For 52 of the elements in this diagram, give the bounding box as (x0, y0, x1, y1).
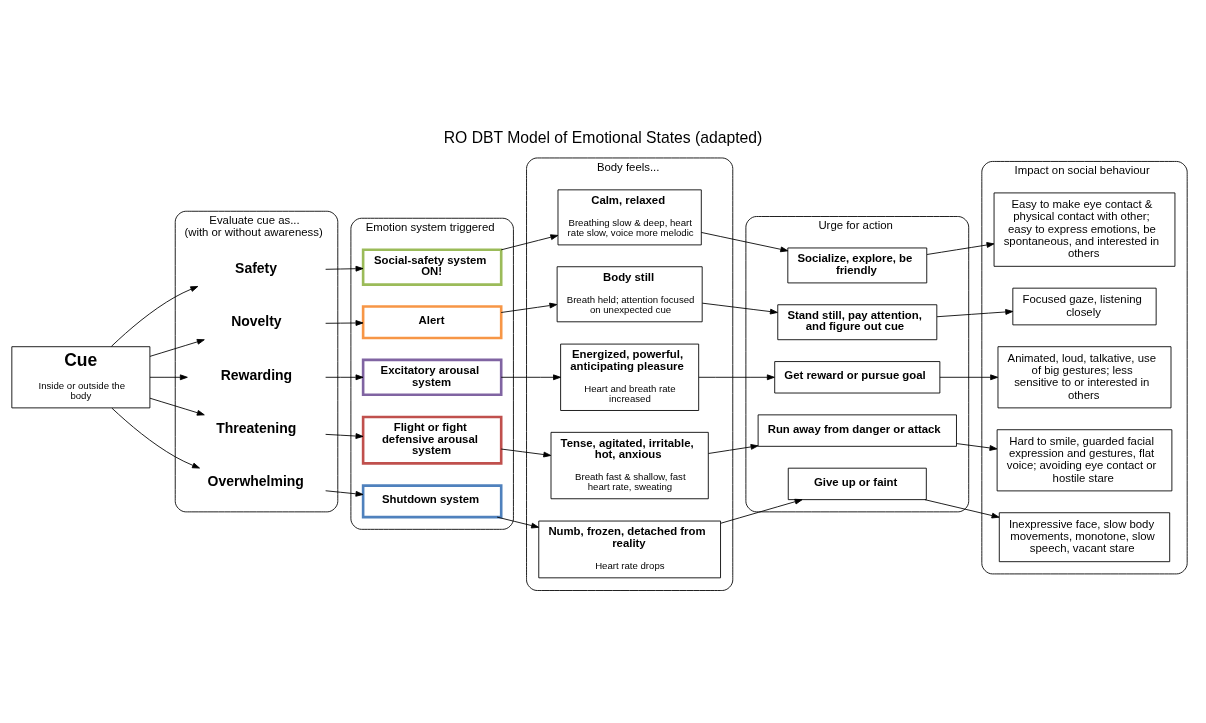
arrow (500, 233, 559, 250)
arrow (500, 302, 558, 313)
arrow (956, 442, 998, 451)
arrow (325, 373, 364, 380)
arrow (708, 443, 759, 454)
arrow (149, 373, 188, 380)
arrow (149, 397, 205, 416)
arrow (698, 373, 775, 380)
node-box: Energized, powerful, anticipating pleasure Heart and breath rate increased (560, 343, 700, 411)
arrow (926, 241, 995, 255)
node-box: Get reward or pursue goal (774, 360, 941, 393)
node-box: Stand still, pay attention, and figure out cue (777, 303, 938, 340)
arrow (149, 338, 205, 357)
node-text: Threatening (216, 419, 297, 436)
arrow (500, 373, 561, 380)
node-box: Calm, relaxed Breathing slow & deep, heart rate slow, voice more melodic (557, 188, 702, 245)
arrow (111, 407, 200, 468)
node-box: Easy to make eye contact & physical contact with other; easy to express emotions, be spontaneous, and interested in others (993, 191, 1176, 267)
node-box: Cue Inside or outside the body (11, 345, 151, 408)
arrow (110, 285, 199, 347)
arrow (939, 373, 999, 380)
node-box: Excitatory arousal system (361, 358, 503, 396)
node-box: Focused gaze, listening closely (1012, 287, 1157, 325)
arrow (700, 231, 789, 252)
arrow (325, 432, 364, 439)
arrow (500, 448, 552, 457)
node-box: Hard to smile, guarded facial expression and gestures, flat voice; avoiding eye contact or hostile stare (996, 428, 1173, 491)
node-box: Numb, frozen, detached from reality Heart rate drops (538, 520, 721, 578)
node-text: Novelty (231, 312, 282, 329)
node-text: Rewarding (220, 366, 293, 383)
node-box: Shutdown system (361, 483, 503, 518)
arrow (325, 319, 364, 326)
node-box: Body still Breath held; attention focused on unexpected cue (556, 265, 703, 322)
node-box: Social-safety system ON! (361, 247, 503, 286)
arrow (325, 265, 364, 272)
arrow (924, 498, 1000, 518)
node-text: Safety (235, 259, 278, 276)
node-box: Give up or faint (787, 467, 927, 500)
node-box: Animated, loud, talkative, use of big gestures; less sensitive to or interested in others (997, 345, 1172, 408)
node-box: Alert (361, 304, 503, 339)
diagram-title: RO DBT Model of Emotional States (adapted) (443, 128, 763, 146)
node-box: Tense, agitated, irritable, hot, anxious Breath fast & shallow, fast heart rate, sweating (550, 431, 709, 499)
arrow (936, 308, 1014, 317)
arrow (496, 516, 540, 528)
node-text: Overwhelming (207, 472, 304, 489)
node-box: Run away from danger or attack (757, 413, 957, 447)
node-box: Flight or fight defensive arousal system (361, 415, 503, 465)
arrow (325, 489, 364, 497)
node-box: Socialize, explore, be friendly (787, 247, 928, 283)
arrow (701, 302, 778, 314)
arrow (720, 498, 803, 524)
node-box: Inexpressive face, slow body movements, monotone, slow speech, vacant stare (998, 511, 1171, 562)
